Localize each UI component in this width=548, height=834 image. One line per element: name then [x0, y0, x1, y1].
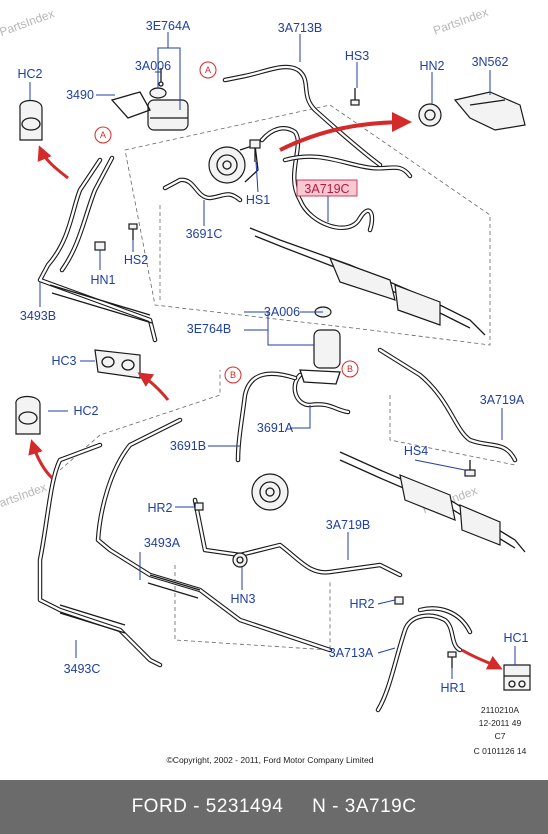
- label-HC1[interactable]: HC1: [503, 631, 528, 645]
- label-3493B[interactable]: 3493B: [20, 309, 56, 323]
- bolt-HS1: [249, 139, 261, 162]
- watermark: PartsIndex: [0, 6, 56, 39]
- line-3A719A: [377, 347, 518, 463]
- assembly-boundary-top: [124, 104, 491, 346]
- drawing-code: 2110210A: [481, 705, 519, 715]
- clip-HR2-right: [394, 596, 404, 605]
- label-3493A[interactable]: 3493A: [144, 536, 181, 550]
- label-3A719A[interactable]: 3A719A: [480, 393, 525, 407]
- label-3490[interactable]: 3490: [66, 88, 94, 102]
- label-3A719C[interactable]: 3A719C: [304, 182, 349, 196]
- line-3A719C: [259, 126, 413, 233]
- label-3691A[interactable]: 3691A: [257, 421, 294, 435]
- label-HR2-left[interactable]: HR2: [147, 501, 172, 515]
- part-number-bar: FORD - 5231494 N - 3A719C: [0, 780, 548, 834]
- leader-lines: [29, 32, 516, 679]
- line-3A713A: [375, 606, 473, 713]
- label-HS4[interactable]: HS4: [404, 444, 428, 458]
- nut-HN1: [94, 241, 106, 251]
- marker-b-left: B: [224, 366, 242, 384]
- label-HN2[interactable]: HN2: [419, 59, 444, 73]
- watermark: PartsIndex: [431, 5, 490, 38]
- reservoir-3E764A: [110, 87, 189, 131]
- drawing-date: 12-2011 49: [479, 718, 522, 728]
- nut-HN2: [418, 103, 442, 127]
- detail-arrows: [28, 112, 503, 670]
- clip-HS4: [464, 460, 476, 477]
- clamp-HC1: [503, 664, 531, 691]
- steering-rack-bottom: [339, 451, 526, 553]
- label-3A006-mid[interactable]: 3A006: [264, 305, 300, 319]
- clip-HS2: [128, 223, 138, 240]
- svg-text:A: A: [205, 65, 211, 75]
- label-3A713B[interactable]: 3A713B: [278, 21, 322, 35]
- clip-HS3: [350, 88, 360, 106]
- label-HS3[interactable]: HS3: [345, 49, 369, 63]
- label-3493C[interactable]: 3493C: [64, 662, 101, 676]
- label-3A713A[interactable]: 3A713A: [329, 646, 374, 660]
- clamp-HC2-top: [19, 99, 43, 141]
- label-HC3[interactable]: HC3: [51, 354, 76, 368]
- label-HN1[interactable]: HN1: [90, 273, 115, 287]
- line-3A719B: [192, 497, 403, 578]
- svg-text:B: B: [230, 370, 236, 380]
- clamp-HC3: [94, 349, 141, 379]
- label-3691C[interactable]: 3691C: [186, 227, 223, 241]
- bracket-3N562: [453, 91, 526, 131]
- label-3E764B[interactable]: 3E764B: [187, 322, 231, 336]
- label-3691B[interactable]: 3691B: [170, 439, 206, 453]
- hose-3691B: [235, 371, 298, 463]
- svg-text:B: B: [347, 364, 353, 374]
- label-3N562[interactable]: 3N562: [472, 55, 509, 69]
- reservoir-3E764B: [299, 306, 341, 385]
- copyright-text: ©Copyright, 2002 - 2011, Ford Motor Comp…: [167, 755, 374, 765]
- cooler-3493C: [37, 442, 163, 668]
- marker-a-top: A: [199, 61, 217, 79]
- pump-top: [208, 144, 259, 184]
- hose-3691C: [162, 177, 243, 203]
- label-3E764A[interactable]: 3E764A: [146, 19, 191, 33]
- label-3A719C-highlight[interactable]: 3A719C: [296, 179, 358, 197]
- screw-3A006-top: [158, 68, 164, 87]
- label-HC2-top[interactable]: HC2: [17, 67, 42, 81]
- cooler-3493A: [95, 417, 333, 653]
- label-3A006-top[interactable]: 3A006: [135, 59, 171, 73]
- nut-HN3: [232, 552, 248, 568]
- label-HS1[interactable]: HS1: [246, 193, 270, 207]
- label-HC2-mid[interactable]: HC2: [73, 404, 98, 418]
- label-HR2-right[interactable]: HR2: [349, 597, 374, 611]
- label-HN3[interactable]: HN3: [230, 592, 255, 606]
- parts-diagram: PartsIndex PartsIndex PartsIndex PartsIn…: [0, 5, 531, 765]
- clamp-HC2-mid: [15, 395, 41, 435]
- drawing-rev: C7: [495, 731, 506, 741]
- steering-rack-top: [249, 227, 486, 336]
- marker-b-right: B: [341, 360, 359, 378]
- line-3A713B: [222, 64, 383, 168]
- cooler-3493B: [37, 155, 158, 343]
- pump-bottom: [251, 473, 289, 511]
- clip-HR1: [447, 651, 457, 668]
- label-3A719B[interactable]: 3A719B: [326, 518, 370, 532]
- watermark: PartsIndex: [0, 480, 48, 513]
- label-HS2[interactable]: HS2: [124, 253, 148, 267]
- marker-a-left: A: [94, 126, 112, 144]
- hose-3691A: [292, 372, 351, 415]
- drawing-ref: C 0101126 14: [474, 746, 527, 756]
- label-HR1[interactable]: HR1: [440, 681, 465, 695]
- assembly-boundary-bottom: [59, 370, 516, 651]
- clip-HR2-left: [194, 502, 204, 511]
- part-number-text: FORD - 5231494 N - 3A719C: [131, 796, 417, 817]
- svg-text:A: A: [100, 130, 106, 140]
